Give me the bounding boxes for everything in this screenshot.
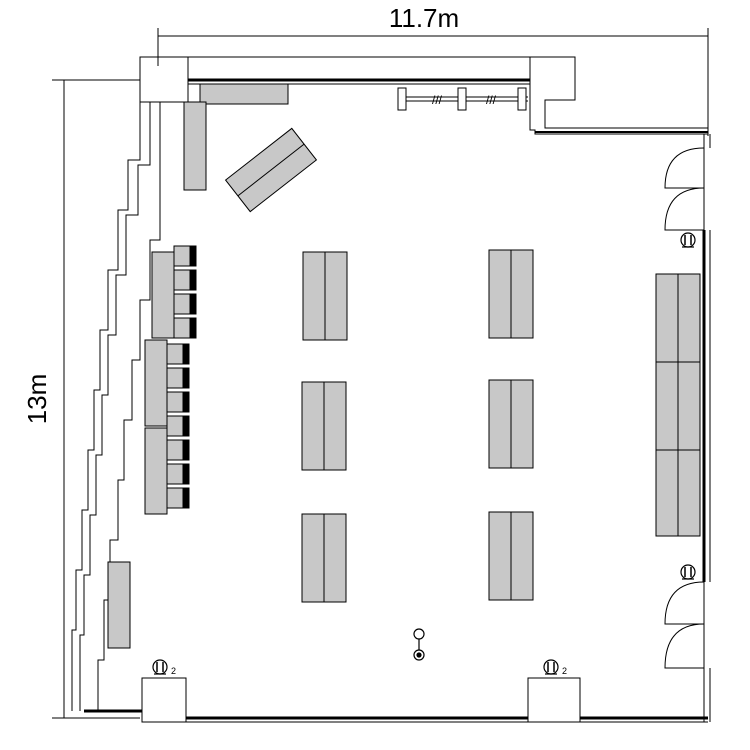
height-dimension-label: 13m (22, 374, 52, 425)
outlet-bottom-right-label: 2 (562, 666, 567, 676)
svg-text:///: /// (486, 93, 497, 107)
door-lower-right (664, 581, 705, 669)
width-dimension-label: 11.7m (389, 3, 459, 33)
outlet-right-lower (680, 564, 696, 580)
left-table-4 (107, 561, 131, 649)
outlet-right-upper (680, 232, 696, 248)
outlet-bottom-left-label: 2 (171, 666, 176, 676)
outlet-bottom-right (543, 659, 559, 675)
svg-text:///: /// (432, 93, 443, 107)
left-table-2 (144, 339, 168, 427)
door-upper-right (664, 147, 705, 231)
outlet-bottom-left (152, 659, 168, 675)
furniture (107, 83, 701, 649)
stepped-left-wall (71, 102, 161, 711)
room-walls (84, 56, 711, 723)
height-dimension (52, 79, 140, 719)
left-table-1 (151, 251, 175, 339)
floor-fixture-icon (413, 628, 425, 661)
chairs-left (166, 245, 197, 509)
cabinet-top-left (183, 101, 207, 191)
left-table-3 (144, 427, 168, 515)
rotated-table (224, 127, 318, 213)
counter-top (199, 83, 289, 105)
width-dimension (157, 28, 709, 136)
top-rack: /// /// (397, 87, 528, 111)
